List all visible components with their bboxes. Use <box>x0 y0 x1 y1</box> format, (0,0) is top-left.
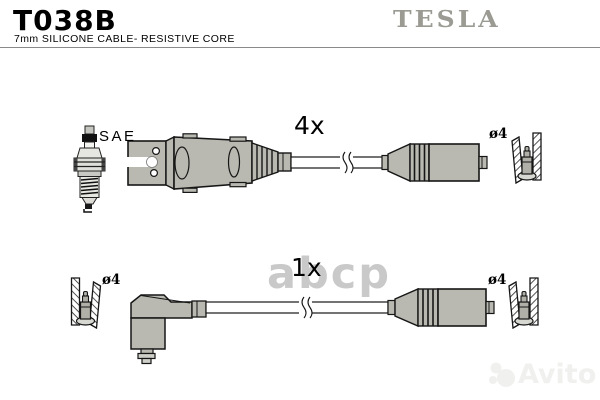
diameter-label: ø4 <box>102 272 121 288</box>
elbow-boot-body <box>130 317 166 350</box>
product-subtitle: 7mm SILICONE CABLE- RESISTIVE CORE <box>14 33 235 45</box>
cable-assembly-4x <box>127 132 542 193</box>
avito-logo-icon <box>489 362 515 387</box>
cable-4x <box>290 156 384 169</box>
boot-cylinder <box>428 143 480 182</box>
strain-relief <box>251 142 279 182</box>
connector-body <box>173 136 253 190</box>
watermark-avito: Avito <box>518 359 597 390</box>
boot-cylinder <box>437 288 487 327</box>
part-number: T038B <box>13 4 117 37</box>
boot-cone <box>394 287 419 328</box>
diameter-label: ø4 <box>489 126 508 142</box>
tesla-logo: TESLA <box>393 6 501 33</box>
watermark-abcp: abcp <box>267 249 392 299</box>
cable-assembly-1x <box>70 277 539 365</box>
socket-cross-section-4x <box>511 132 542 184</box>
diameter-label: ø4 <box>488 272 507 288</box>
sae-label: SAE <box>99 128 137 145</box>
quantity-label-1x: 1x <box>291 253 322 282</box>
header-divider <box>0 47 600 48</box>
boot-cone <box>387 142 411 183</box>
socket-cross-section-1x-right <box>508 277 539 329</box>
socket-cross-section-1x-left <box>70 277 102 329</box>
cable-1x <box>205 301 389 314</box>
spark-plug-icon <box>73 125 106 213</box>
quantity-label-4x: 4x <box>294 111 325 140</box>
